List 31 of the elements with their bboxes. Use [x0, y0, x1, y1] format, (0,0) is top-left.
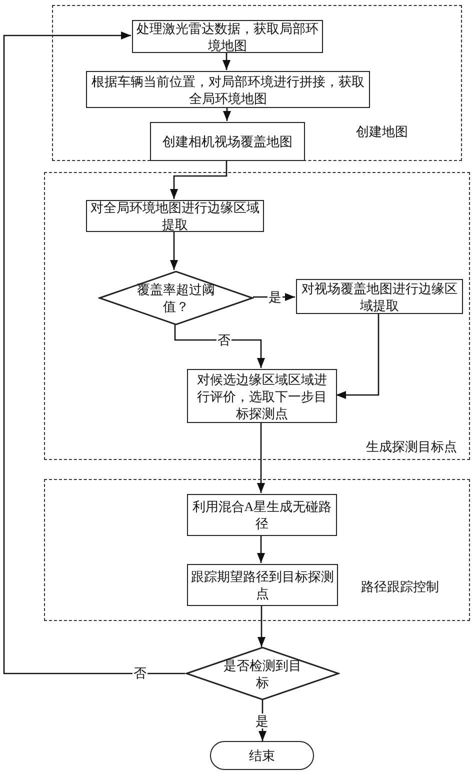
- arrow: [336, 313, 380, 399]
- arrow: [170, 231, 178, 270]
- terminal-box: 结束: [210, 741, 314, 770]
- process-box: 根据车辆当前位置，对局部环境进行拼接，获取全局环境地图: [86, 71, 370, 108]
- dashed-region: [44, 172, 470, 460]
- process-box: 创建相机视场覆盖地图: [150, 122, 305, 161]
- edge-label: 否: [132, 666, 148, 680]
- edge-label: 是: [254, 714, 270, 728]
- decision-diamond: 是否检测到目标: [185, 647, 340, 700]
- process-box: 对视场覆盖地图进行边缘区域提取: [296, 279, 463, 314]
- arrow: [223, 107, 231, 121]
- dashed-region: [44, 479, 470, 621]
- arrow: [257, 422, 265, 493]
- arrow: [257, 535, 265, 563]
- edge-label: 否: [216, 332, 232, 348]
- process-box: 对全局环境地图进行边缘区域提取: [86, 200, 264, 232]
- region-label: 生成探测目标点: [366, 438, 457, 456]
- arrow: [258, 605, 266, 647]
- region-label: 创建地图: [356, 123, 408, 141]
- arrow: [222, 52, 230, 70]
- process-box: 跟踪期望路径到目标探测点: [187, 564, 338, 606]
- region-label: 路径跟踪控制: [361, 578, 439, 596]
- decision-diamond: 覆盖率超过阈值？: [98, 271, 254, 325]
- arrow: [170, 160, 228, 199]
- edge-label: 是: [268, 290, 282, 304]
- arrow: [174, 324, 265, 368]
- arrow: [3, 32, 185, 674]
- process-box: 对候选边缘区域区域进行评价，选取下一步目标探测点: [187, 369, 337, 423]
- process-box: 处理激光雷达数据，获取局部环境地图: [132, 20, 323, 53]
- dashed-region: [52, 5, 462, 161]
- process-box: 利用混合A星生成无碰路径: [187, 494, 337, 536]
